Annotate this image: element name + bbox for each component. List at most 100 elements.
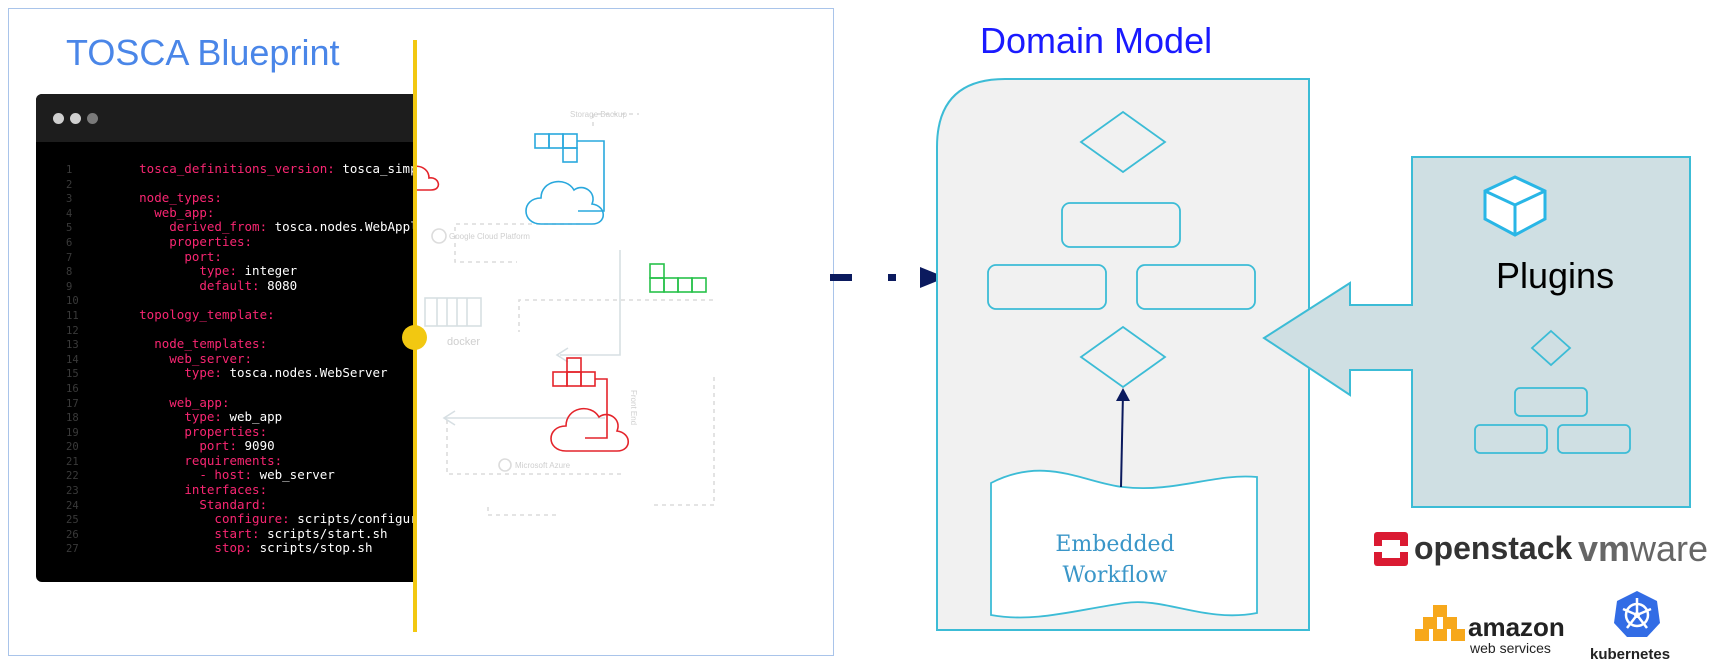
line-number: 9 — [66, 280, 73, 293]
code-value: tosca_simple — [342, 162, 416, 176]
code-indent — [94, 365, 184, 380]
infrastructure-sketch: Storage Backup Google Cloud Platform doc… — [417, 110, 715, 516]
code-editor-window — [36, 94, 416, 582]
code-line: 15 type: tosca.nodes.WebServer — [40, 366, 416, 381]
line-number: 17 — [66, 397, 79, 410]
code-key: start: — [214, 525, 260, 541]
code-key: requirements: — [184, 452, 283, 468]
code-indent — [94, 307, 139, 322]
code-indent — [94, 162, 139, 176]
code-line: 2 — [40, 177, 416, 192]
code-indent — [94, 424, 184, 439]
code-key: node_templates: — [154, 336, 268, 352]
code-line: 7 port: — [40, 248, 416, 265]
line-number: 25 — [66, 514, 79, 527]
kubernetes-icon — [1614, 591, 1660, 637]
line-number: 19 — [66, 426, 79, 439]
embedded-workflow-line2: Workflow — [1062, 563, 1168, 588]
webservices-logo-text: web services — [1470, 640, 1551, 656]
code-indent — [94, 219, 169, 234]
amazon-logo-text: amazon — [1468, 612, 1565, 642]
code-line: 20 port: 9090 — [40, 438, 416, 454]
code-value: scripts/start.sh — [259, 525, 388, 541]
line-number: 23 — [66, 485, 79, 498]
embedded-workflow-shape — [990, 469, 1258, 619]
code-line: 23 interfaces: — [40, 482, 416, 498]
line-number: 21 — [66, 455, 79, 468]
openstack-icon — [1374, 532, 1408, 566]
dashed-connector — [454, 223, 580, 263]
code-key: type: — [184, 365, 222, 381]
dashed-connector — [518, 299, 713, 332]
code-indent — [94, 234, 169, 249]
code-editor-titlebar — [36, 94, 416, 142]
docker-label: docker — [447, 336, 480, 348]
workflow-arrow — [1120, 392, 1124, 488]
code-indent — [94, 467, 199, 482]
arrowhead — [442, 410, 456, 426]
line-number: 8 — [66, 266, 73, 279]
aws-cubes-icon — [1415, 605, 1465, 641]
code-line: 14 web_server: — [40, 350, 416, 367]
code-indent — [94, 395, 169, 410]
code-key: properties: — [184, 423, 268, 439]
line-number: 11 — [66, 309, 79, 322]
code-line: 17 web_app: — [40, 395, 416, 411]
tosca-blueprint-title: TOSCA Blueprint — [66, 32, 340, 73]
process-box — [987, 264, 1107, 310]
code-key: web_server: — [169, 350, 253, 366]
azure-icon — [498, 458, 512, 472]
code-key: topology_template: — [139, 306, 275, 322]
code-line: 10 — [40, 293, 416, 308]
google-cloud-icon — [431, 228, 447, 244]
dashed-connector — [592, 113, 639, 126]
code-line: 26 start: scripts/start.sh — [40, 525, 416, 542]
code-value: integer — [237, 263, 298, 279]
solid-connector — [560, 250, 621, 356]
line-number: 5 — [66, 222, 73, 235]
code-line: 6 properties: — [40, 234, 416, 250]
process-box — [1136, 264, 1256, 310]
process-box — [1061, 202, 1181, 248]
cloud-icon — [525, 180, 605, 225]
vmware-ware: ware — [1630, 528, 1709, 569]
code-key: tosca_definitions_version: — [139, 162, 335, 176]
line-number: 3 — [66, 193, 73, 206]
red-blocks-icon — [552, 357, 608, 439]
code-line: 22 - host: web_server — [40, 468, 416, 483]
code-indent — [94, 278, 199, 293]
code-line: 24 Standard: — [40, 497, 416, 513]
dashed-connector — [650, 377, 715, 506]
code-line: 11 topology_template: — [40, 306, 416, 323]
code-key: - host: — [199, 467, 253, 483]
azure-label: Microsoft Azure — [515, 461, 571, 470]
code-value: web_app — [221, 409, 283, 425]
line-number: 1 — [66, 164, 73, 176]
code-indent — [94, 540, 214, 555]
code-line: 12 — [40, 323, 416, 338]
front-end-label: Front End — [629, 390, 638, 425]
code-line: 18 type: web_app — [40, 409, 416, 425]
code-listing: 1 tosca_definitions_version: tosca_simpl… — [40, 162, 416, 562]
code-indent — [94, 526, 214, 541]
code-line: 3 node_types: — [40, 190, 416, 206]
line-number: 15 — [66, 368, 79, 381]
code-indent — [94, 511, 214, 526]
storage-blocks-icon — [534, 133, 605, 212]
line-number: 12 — [66, 324, 79, 337]
code-value: tosca.nodes.WebApplic — [274, 219, 416, 235]
vmware-logo: vmware — [1578, 528, 1708, 570]
code-key: port: — [184, 248, 222, 264]
code-line: 5 derived_from: tosca.nodes.WebApplic — [40, 220, 416, 235]
process-box — [1557, 424, 1631, 454]
storage-backup-label: Storage Backup — [570, 110, 627, 119]
line-number: 26 — [66, 528, 79, 541]
domain-model-title: Domain Model — [980, 20, 1213, 61]
line-number: 16 — [66, 382, 79, 395]
code-key: node_types: — [139, 190, 222, 206]
line-number: 4 — [66, 207, 73, 220]
code-indent — [94, 438, 199, 453]
dashed-arrow — [830, 267, 946, 288]
code-line: 9 default: 8080 — [40, 278, 416, 294]
line-number: 2 — [66, 178, 73, 191]
